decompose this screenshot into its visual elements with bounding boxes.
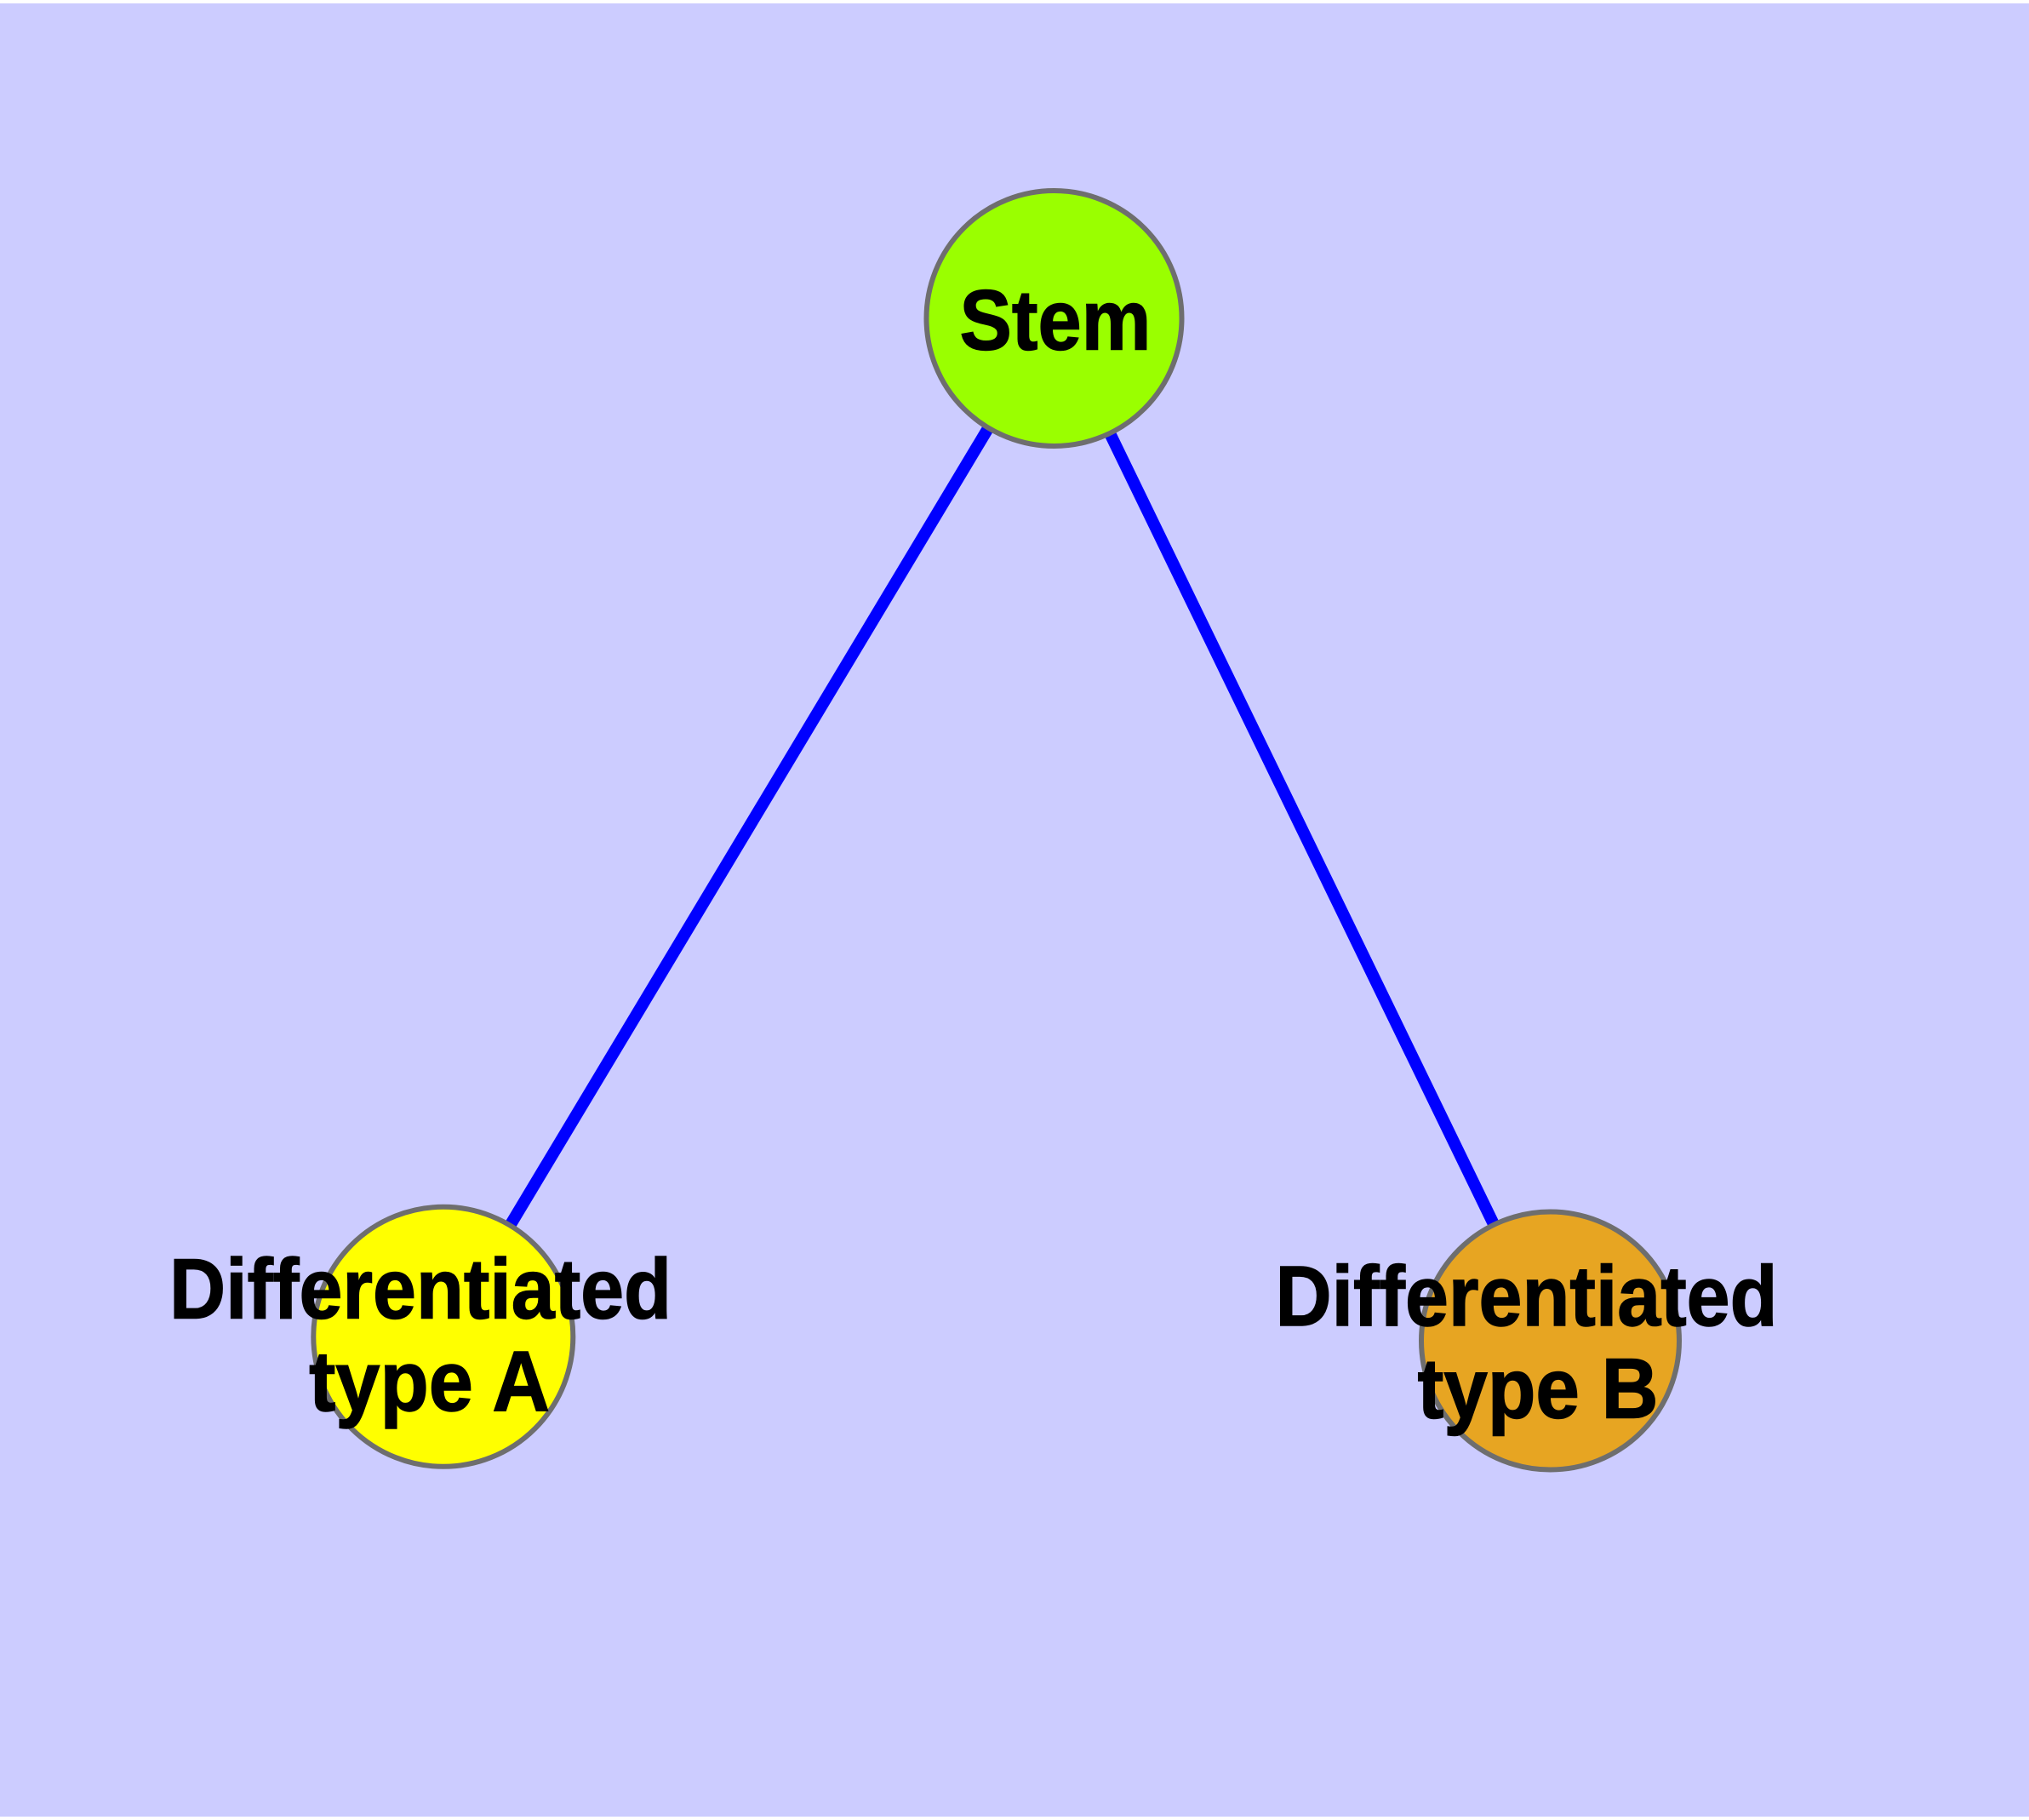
- svg-text:type A: type A: [309, 1334, 550, 1429]
- svg-text:type B: type B: [1418, 1342, 1659, 1437]
- svg-text:Differentiated: Differentiated: [1276, 1249, 1778, 1344]
- svg-text:Differentiated: Differentiated: [169, 1242, 672, 1337]
- svg-text:Stem: Stem: [960, 273, 1152, 369]
